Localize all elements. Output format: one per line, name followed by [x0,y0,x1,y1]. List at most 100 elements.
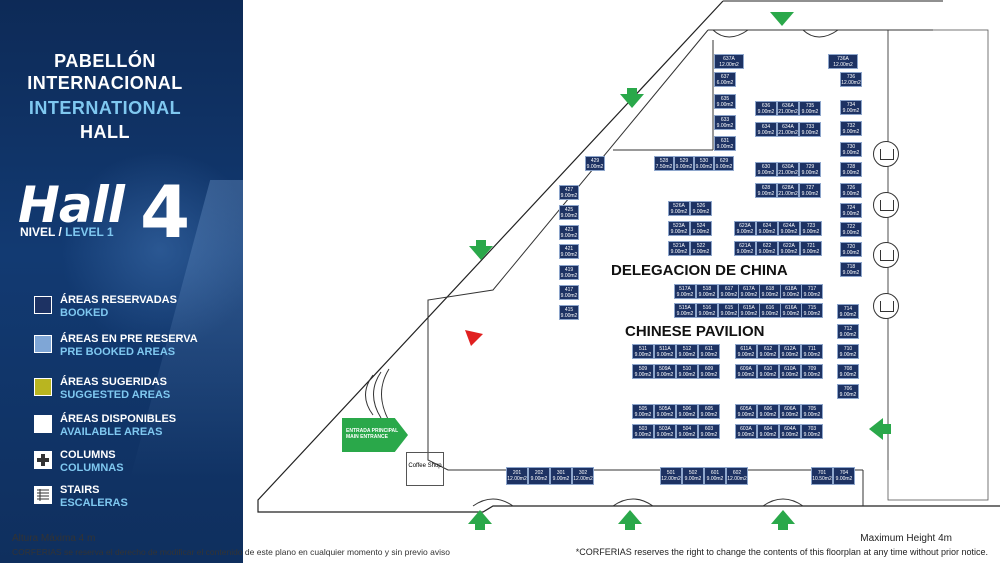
booth-611a[interactable]: 611A9.00m2 [735,344,757,359]
booth-612a[interactable]: 612A9.00m2 [779,344,801,359]
booth-728[interactable]: 7289.00m2 [840,162,862,177]
booth-503a[interactable]: 503A9.00m2 [654,424,676,439]
booth-301[interactable]: 3019.00m2 [550,467,572,485]
booth-515a[interactable]: 515A9.00m2 [674,303,696,318]
booth-502[interactable]: 5029.00m2 [682,467,704,485]
booth-609a[interactable]: 609A9.00m2 [735,364,757,379]
booth-732[interactable]: 7329.00m2 [840,121,862,136]
booth-622a[interactable]: 622A9.00m2 [778,241,800,256]
booth-709[interactable]: 7099.00m2 [801,364,823,379]
booth-617a[interactable]: 617A9.00m2 [738,284,760,299]
booth-706[interactable]: 7069.00m2 [837,384,859,399]
booth-636a[interactable]: 636A21.00m2 [777,101,799,116]
booth-517a[interactable]: 517A9.00m2 [674,284,696,299]
booth-720[interactable]: 7209.00m2 [840,242,862,257]
booth-621a[interactable]: 621A9.00m2 [734,241,756,256]
booth-604[interactable]: 6049.00m2 [757,424,779,439]
booth-726[interactable]: 7269.00m2 [840,183,862,198]
booth-423[interactable]: 4239.00m2 [559,225,579,240]
booth-503[interactable]: 5039.00m2 [632,424,654,439]
booth-610a[interactable]: 610A9.00m2 [779,364,801,379]
booth-606a[interactable]: 606A9.00m2 [779,404,801,419]
booth-636[interactable]: 6369.00m2 [755,101,777,116]
booth-421[interactable]: 4219.00m2 [559,244,579,259]
booth-710[interactable]: 7109.00m2 [837,344,859,359]
booth-603[interactable]: 6039.00m2 [698,424,720,439]
booth-704[interactable]: 7049.00m2 [833,467,855,485]
booth-615[interactable]: 6159.00m2 [718,303,740,318]
booth-734[interactable]: 7349.00m2 [840,100,862,115]
booth-604a[interactable]: 604A9.00m2 [779,424,801,439]
booth-637a[interactable]: 637A12.00m2 [714,54,744,69]
booth-524[interactable]: 5249.00m2 [690,221,712,236]
booth-202[interactable]: 2029.00m2 [528,467,550,485]
booth-735[interactable]: 7359.00m2 [799,101,821,116]
booth-718[interactable]: 7189.00m2 [840,262,862,277]
booth-635[interactable]: 6359.00m2 [714,94,736,109]
booth-425[interactable]: 4259.00m2 [559,205,579,220]
booth-529[interactable]: 5299.00m2 [674,156,694,171]
booth-516[interactable]: 5169.00m2 [696,303,718,318]
booth-606[interactable]: 6069.00m2 [757,404,779,419]
booth-603a[interactable]: 603A9.00m2 [735,424,757,439]
booth-509a[interactable]: 509A9.00m2 [654,364,676,379]
booth-523a[interactable]: 523A9.00m2 [668,221,690,236]
booth-505a[interactable]: 505A9.00m2 [654,404,676,419]
booth-605a[interactable]: 605A9.00m2 [735,404,757,419]
booth-612[interactable]: 6129.00m2 [757,344,779,359]
booth-201[interactable]: 20112.00m2 [506,467,528,485]
booth-419[interactable]: 4199.00m2 [559,265,579,280]
booth-701[interactable]: 70110.50m2 [811,467,833,485]
booth-721[interactable]: 7219.00m2 [800,241,822,256]
booth-634a[interactable]: 634A21.00m2 [777,122,799,137]
booth-509[interactable]: 5099.00m2 [632,364,654,379]
booth-530[interactable]: 5309.00m2 [694,156,714,171]
booth-302[interactable]: 30212.00m2 [572,467,594,485]
booth-712[interactable]: 7129.00m2 [837,324,859,339]
booth-736[interactable]: 73612.00m2 [840,72,862,87]
booth-610[interactable]: 6109.00m2 [757,364,779,379]
booth-526a[interactable]: 526A9.00m2 [668,201,690,216]
booth-504[interactable]: 5049.00m2 [676,424,698,439]
booth-522[interactable]: 5229.00m2 [690,241,712,256]
booth-511[interactable]: 5119.00m2 [632,344,654,359]
booth-427[interactable]: 4279.00m2 [559,185,579,200]
booth-615a[interactable]: 615A9.00m2 [738,303,760,318]
booth-730[interactable]: 7309.00m2 [840,142,862,157]
booth-417[interactable]: 4179.00m2 [559,285,579,300]
booth-634[interactable]: 6349.00m2 [755,122,777,137]
booth-724[interactable]: 7249.00m2 [840,203,862,218]
booth-622[interactable]: 6229.00m2 [756,241,778,256]
booth-506[interactable]: 5069.00m2 [676,404,698,419]
booth-631[interactable]: 6319.00m2 [714,136,736,151]
booth-618[interactable]: 6189.00m2 [759,284,781,299]
booth-722[interactable]: 7229.00m2 [840,222,862,237]
booth-723[interactable]: 7239.00m2 [800,221,822,236]
booth-736a[interactable]: 736A12.00m2 [828,54,858,69]
booth-708[interactable]: 7089.00m2 [837,364,859,379]
booth-616a[interactable]: 616A9.00m2 [780,303,802,318]
booth-624[interactable]: 6249.00m2 [756,221,778,236]
booth-630a[interactable]: 630A21.00m2 [777,162,799,177]
booth-703[interactable]: 7039.00m2 [801,424,823,439]
booth-511a[interactable]: 511A9.00m2 [654,344,676,359]
booth-528[interactable]: 5287.50m2 [654,156,674,171]
booth-717[interactable]: 7179.00m2 [801,284,823,299]
booth-415[interactable]: 4159.00m2 [559,305,579,320]
booth-705[interactable]: 7059.00m2 [801,404,823,419]
booth-609[interactable]: 6099.00m2 [698,364,720,379]
booth-729[interactable]: 7299.00m2 [799,162,821,177]
booth-611[interactable]: 6119.00m2 [698,344,720,359]
booth-501[interactable]: 50112.00m2 [660,467,682,485]
booth-629[interactable]: 6299.00m2 [714,156,734,171]
booth-628a[interactable]: 628A21.00m2 [777,183,799,198]
booth-637[interactable]: 6376.00m2 [714,72,736,87]
booth-633[interactable]: 6339.00m2 [714,115,736,130]
booth-526[interactable]: 5269.00m2 [690,201,712,216]
booth-617[interactable]: 6179.00m2 [718,284,740,299]
booth-630[interactable]: 6309.00m2 [755,162,777,177]
booth-711[interactable]: 7119.00m2 [801,344,823,359]
booth-512[interactable]: 5129.00m2 [676,344,698,359]
booth-715[interactable]: 7159.00m2 [801,303,823,318]
booth-605[interactable]: 6059.00m2 [698,404,720,419]
